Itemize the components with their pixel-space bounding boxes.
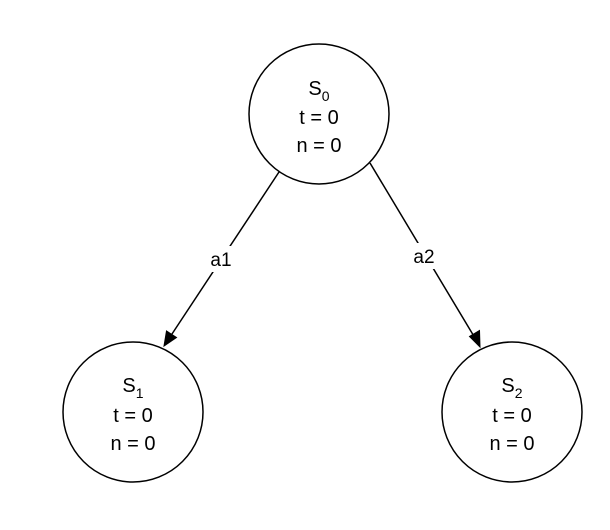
node-s2-subscript: 2 (515, 385, 523, 401)
node-s2-n: n = 0 (489, 433, 534, 455)
node-s2-name: S2 (501, 375, 522, 401)
edge-a1-label: a1 (210, 250, 231, 271)
node-s1-t: t = 0 (113, 405, 152, 427)
node-s2-circle (441, 341, 583, 483)
node-s2-t: t = 0 (492, 405, 531, 427)
node-s0-name: S0 (308, 78, 329, 104)
node-s1: S1 t = 0 n = 0 (62, 341, 204, 483)
node-s1-subscript: 1 (136, 385, 144, 401)
node-s0-subscript: 0 (322, 88, 330, 104)
edge-a1-arrowhead (163, 330, 178, 348)
node-s0-circle (248, 43, 390, 185)
edge-a1-label-bg (206, 246, 236, 272)
node-s1-n: n = 0 (110, 433, 155, 455)
node-s2-name-letter: S (501, 375, 514, 397)
edge-a2-label: a2 (413, 247, 434, 268)
node-s1-circle (62, 341, 204, 483)
edge-a2-arrowhead (468, 329, 481, 349)
edge-a2: a2 (369, 162, 481, 349)
edge-a1: a1 (163, 171, 280, 348)
node-s1-name-letter: S (122, 375, 135, 397)
node-s1-name: S1 (122, 375, 143, 401)
node-s0: S0 t = 0 n = 0 (248, 43, 390, 185)
node-s0-n: n = 0 (296, 135, 341, 157)
node-s0-t: t = 0 (299, 107, 338, 129)
node-s0-name-letter: S (308, 78, 321, 100)
edge-a2-label-bg (409, 243, 439, 269)
node-s2: S2 t = 0 n = 0 (441, 341, 583, 483)
